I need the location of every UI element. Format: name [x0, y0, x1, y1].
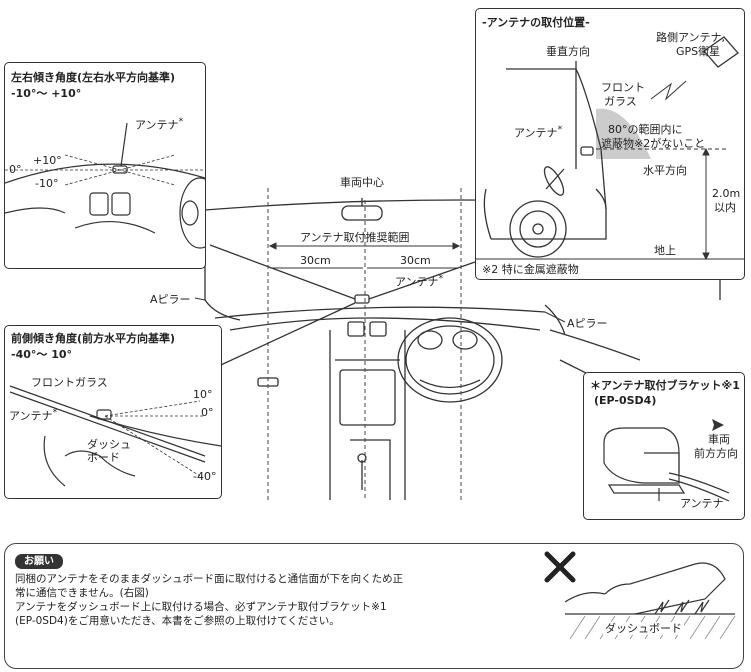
- windshield-label-2: ガラス: [604, 95, 637, 108]
- wrong-install-drawing: [544, 551, 736, 640]
- vehicle-front-label-1: 車両: [708, 433, 730, 446]
- no-obstacle-line-1: 80°の範囲内に: [608, 123, 683, 136]
- center-antenna-label: アンテナ*: [395, 273, 444, 289]
- tilt-fb-angle-0: 0°: [201, 406, 214, 419]
- range-right-width: 30cm: [400, 254, 431, 267]
- a-pillar-left-label: Aピラー: [150, 293, 191, 306]
- ground-label: 地上: [654, 244, 676, 257]
- tilt-fb-title: 前側傾き角度(前方水平方向基準): [11, 332, 176, 345]
- tilt-lr-range: -10°～ +10°: [11, 87, 82, 100]
- no-obstacle-line-2: 遮蔽物※2がないこと: [601, 137, 706, 150]
- tilt-lr-title: 左右傾き角度(左右水平方向基準): [11, 71, 176, 84]
- a-pillar-right-label: Aピラー: [567, 317, 608, 330]
- range-left-width: 30cm: [300, 254, 331, 267]
- tilt-lr-zero: 0°: [9, 163, 22, 176]
- tilt-fb-range: -40°～ 10°: [11, 348, 73, 361]
- notice-text: 同梱のアンテナをそのままダッシュボード面に取付けると通信面が下を向くため正 常に…: [15, 572, 525, 628]
- notice-line-4: (EP-0SD4)をご用意いただき、本書をご参照の上取付けてください。: [15, 615, 340, 627]
- bracket-drawing: [603, 419, 730, 502]
- vehicle-front-label-2: 前方方向: [694, 447, 738, 460]
- tilt-lr-antenna-label: アンテナ*: [135, 116, 184, 132]
- metal-obstacle-note: ※2 特に金属遮蔽物: [482, 263, 579, 276]
- notice-line-1: 同梱のアンテナをそのままダッシュボード面に取付けると通信面が下を向くため正: [15, 573, 404, 585]
- notice-line-3: アンテナをダッシュボード上に取付ける場合、必ずアンテナ取付ブラケット※1: [15, 601, 387, 613]
- roadside-antenna-label: 路側アンテナ,: [656, 31, 726, 44]
- vertical-direction-label: 垂直方向: [546, 45, 590, 58]
- antenna-position-panel: -アンテナの取付位置- 路側アンテナ, GPS衛星 垂直方向 フロント ガラス …: [475, 8, 745, 280]
- position-title: -アンテナの取付位置-: [482, 16, 590, 29]
- notice-line-2: 常に通信できません。(右図): [15, 587, 149, 599]
- notice-dashboard-label: ダッシュボード: [603, 622, 684, 635]
- height-label-1: 2.0m: [712, 187, 741, 200]
- horizontal-direction-label: 水平方向: [643, 164, 687, 177]
- tilt-left-right-panel: 左右傾き角度(左右水平方向基準) -10°～ +10° アンテナ* +10° 0…: [4, 62, 206, 269]
- tilt-fb-angle-10: 10°: [193, 388, 213, 401]
- tilt-fb-windshield-label: フロントガラス: [31, 376, 108, 389]
- position-antenna-label: アンテナ*: [514, 124, 563, 140]
- recommend-range-label: アンテナ取付推奨範囲: [300, 231, 410, 244]
- bracket-model: (EP-0SD4): [594, 394, 657, 407]
- tilt-lr-plus: +10°: [33, 154, 62, 167]
- tilt-lr-minus: -10°: [35, 177, 59, 190]
- bracket-title: ＊アンテナ取付ブラケット※1: [590, 379, 740, 392]
- tilt-front-back-panel: 前側傾き角度(前方水平方向基準) -40°～ 10° フロントガラス アンテナ*…: [4, 325, 222, 499]
- tilt-fb-dashboard-label: ダッシュ ボード: [87, 438, 131, 464]
- vehicle-center-label: 車両中心: [340, 176, 384, 189]
- antenna-position-drawing: [476, 36, 744, 261]
- bracket-panel: ＊アンテナ取付ブラケット※1 (EP-0SD4) 車両 前方方向 アンテナ: [583, 372, 745, 520]
- tilt-lr-drawing: [5, 122, 205, 249]
- notice-box: お願い 同梱のアンテナをそのままダッシュボード面に取付けると通信面が下を向くため…: [4, 543, 744, 669]
- tilt-fb-antenna-label: アンテナ*: [9, 407, 58, 423]
- bracket-antenna-label: アンテナ: [680, 497, 724, 510]
- tilt-fb-drawing: [9, 385, 221, 487]
- height-label-2: 以内: [714, 201, 736, 214]
- tilt-fb-angle-40: -40°: [193, 470, 217, 483]
- windshield-label-1: フロント: [601, 81, 645, 94]
- gps-label: GPS衛星: [676, 45, 721, 58]
- notice-badge: お願い: [15, 554, 63, 569]
